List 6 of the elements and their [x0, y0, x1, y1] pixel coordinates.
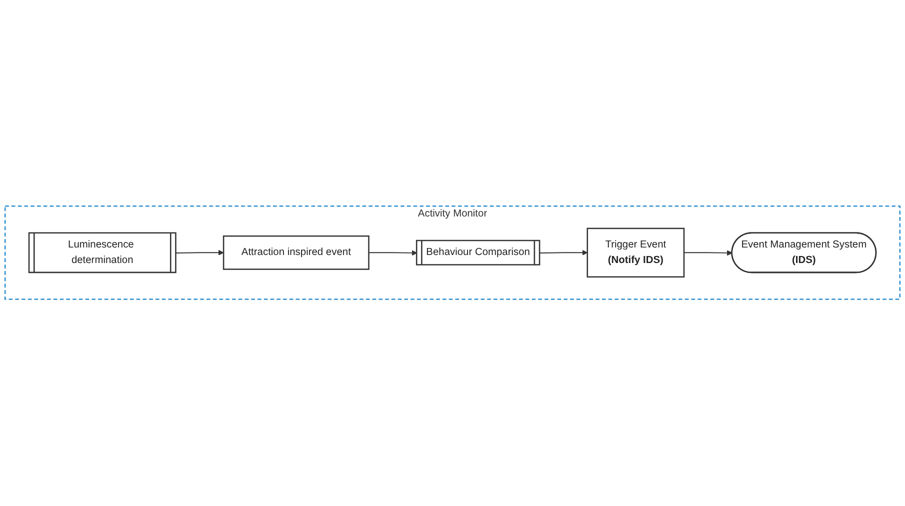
- node-box: Attraction inspired event: [222, 236, 370, 270]
- node-box: Trigger Event (Notify IDS): [586, 228, 685, 278]
- arrow: [368, 250, 418, 256]
- arrow: [539, 250, 588, 256]
- arrow: [176, 250, 224, 256]
- arrow: [684, 250, 732, 256]
